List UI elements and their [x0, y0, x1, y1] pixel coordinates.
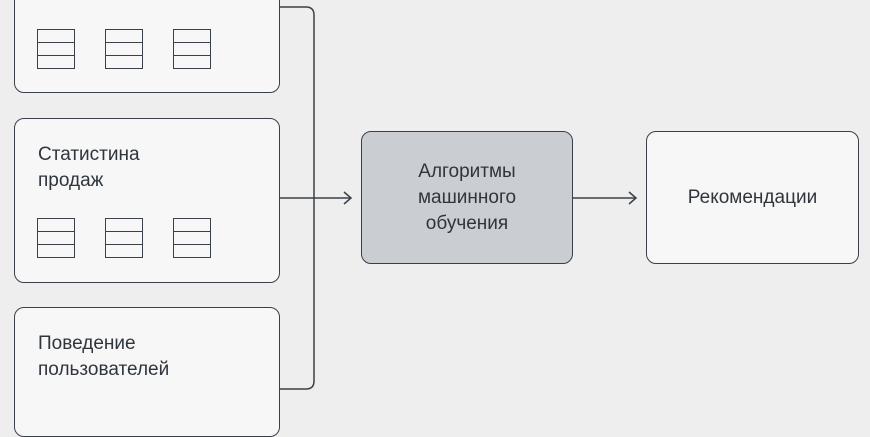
- arrow-right-icon: [343, 191, 353, 205]
- source-box-user-behavior: Поведение пользователей: [14, 307, 280, 437]
- table-icon: [105, 218, 143, 258]
- arrow-right-icon: [628, 191, 638, 205]
- recommendations-box: Рекомендации: [646, 131, 859, 264]
- source-box-1: [14, 0, 280, 93]
- table-icon: [105, 29, 143, 69]
- recommendations-label: Рекомендации: [687, 187, 818, 208]
- source-label-user-behavior: Поведение пользователей: [38, 333, 170, 380]
- table-icon: [173, 218, 211, 258]
- table-icon: [37, 218, 75, 258]
- source-label-sales-stats: Статистина продаж: [38, 144, 140, 191]
- table-icon: [37, 29, 75, 69]
- connector-lines: [280, 6, 638, 390]
- ml-algorithms-box: Алгоритмы машинного обучения: [361, 131, 573, 264]
- source-box-sales-stats: Статистина продаж: [14, 118, 280, 283]
- ml-algorithms-label: Алгоритмы машинного обучения: [417, 161, 517, 234]
- table-icon: [173, 29, 211, 69]
